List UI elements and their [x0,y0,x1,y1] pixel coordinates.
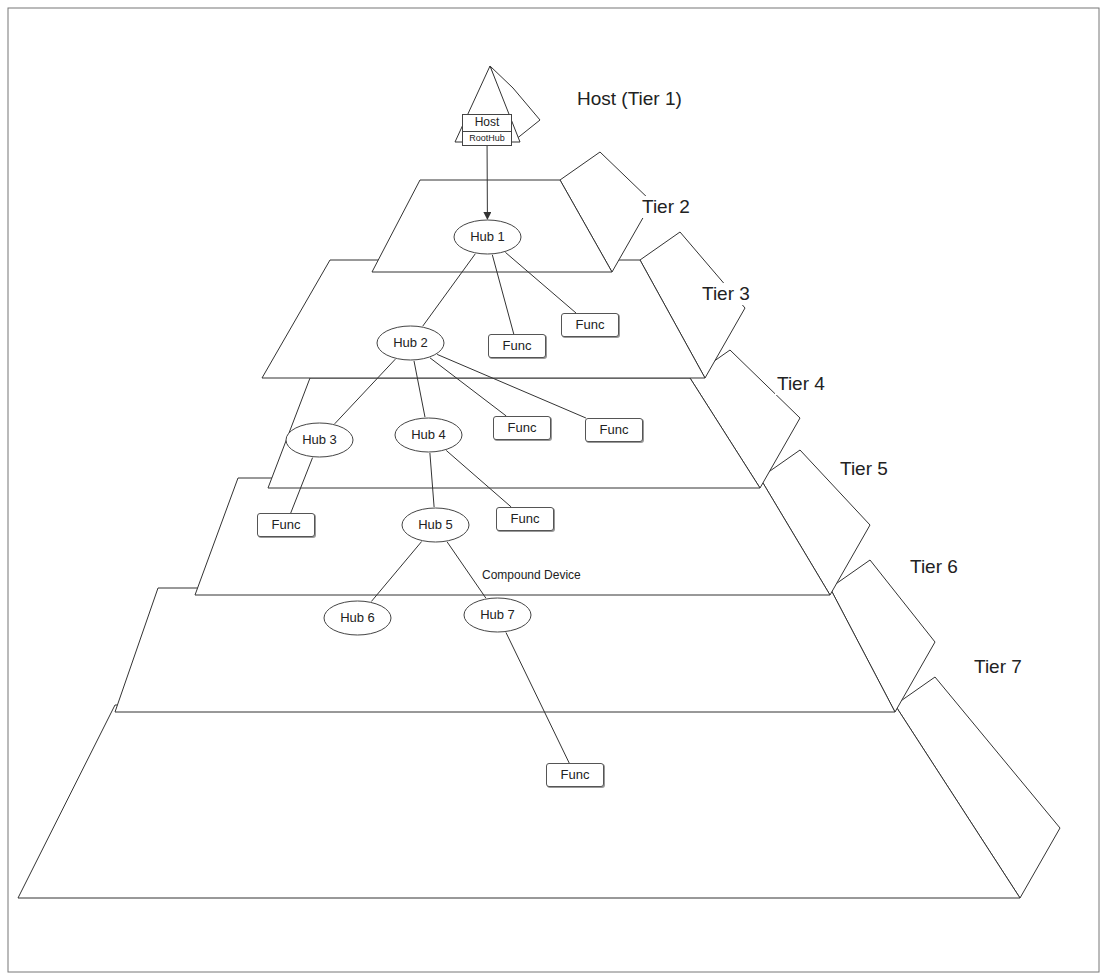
hub-ellipse: Hub 1 [453,219,522,255]
hub-label: Hub 6 [340,611,375,626]
tree-connector [423,254,476,326]
node-label: Func [508,421,537,436]
tree-connector [335,359,396,424]
hub-ellipse: Hub 4 [394,417,463,453]
node-label: Host [463,115,511,132]
pyramid-slabs [18,66,1060,898]
node-label: Func [576,318,605,333]
hub-label: Hub 4 [411,428,446,443]
hub-ellipse: Hub 5 [401,507,470,543]
node-label: Func [561,768,590,783]
slab-front [115,588,895,712]
hub-label: Hub 5 [418,518,453,533]
hub-ellipse: Hub 6 [323,600,392,636]
function-box: Func [496,507,554,531]
node-label: Func [600,423,629,438]
function-box: Func [488,334,546,358]
tier-label: Tier 2 [640,196,692,218]
tree-connector [430,453,434,507]
tree-connector [291,458,313,513]
hub-label: Hub 1 [470,230,505,245]
tree-connector [437,354,586,418]
node-label: Func [511,512,540,527]
tree-connector [506,632,569,763]
hub-label: Hub 7 [480,608,515,623]
function-box: Func [585,418,643,442]
function-box: Func [257,513,315,537]
hub-ellipse: Hub 2 [376,325,445,361]
hub-label: Hub 2 [393,336,428,351]
tree-connector [505,252,576,313]
function-box: Func [493,416,551,440]
node-label: RootHub [463,132,511,144]
frame [8,8,1099,972]
hub-ellipse: Hub 7 [463,597,532,633]
tree-connector [487,146,488,219]
function-box: Func [546,763,604,787]
tier-label: Tier 3 [700,283,752,305]
hub-label: Hub 3 [302,433,337,448]
node-label: Func [272,518,301,533]
node-label: Func [503,339,532,354]
tier-label: Tier 5 [838,458,890,480]
group-label: Compound Device [480,568,583,582]
tier-label: Tier 7 [972,656,1024,678]
hub-ellipse: Hub 3 [285,422,354,458]
tier-label: Tier 6 [908,556,960,578]
tree-connector [430,358,506,416]
slab-front [18,705,1020,898]
slab-front [268,378,760,488]
slab-front [262,260,705,378]
tier-label: Host (Tier 1) [575,88,684,110]
tree-connector [371,541,421,601]
tier-label: Tier 4 [775,373,827,395]
slab-front [372,180,612,272]
tree-connector [446,450,511,507]
function-box: Func [561,313,619,337]
tree-connector [414,361,425,417]
tree-connector [492,255,513,334]
host-box: HostRootHub [462,114,512,146]
slab-front [195,478,830,595]
